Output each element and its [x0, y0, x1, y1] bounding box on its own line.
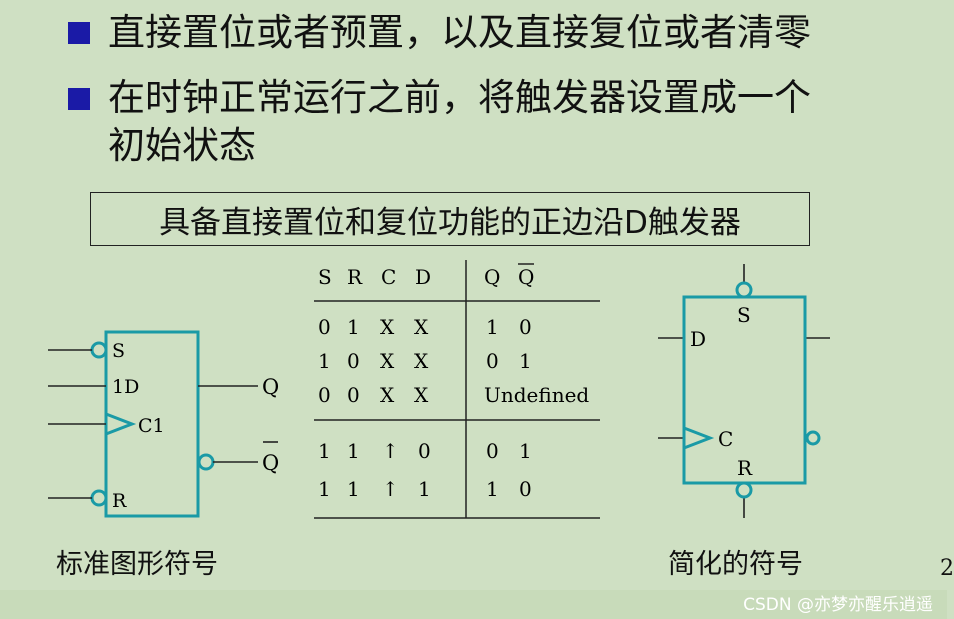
standard-qbar-label: Q	[262, 451, 279, 475]
qbar-inversion-bubble	[197, 453, 215, 471]
row2-qbar: 1	[519, 349, 532, 373]
standard-c-label: C1	[138, 415, 165, 437]
row4-r: 1	[347, 439, 360, 463]
diagram-title-box: 具备直接置位和复位功能的正边沿D触发器	[90, 192, 810, 246]
simple-s-label: S	[737, 303, 751, 327]
row4-q: 0	[486, 439, 499, 463]
standard-r-label: R	[112, 490, 127, 512]
standard-q-label: Q	[262, 375, 279, 399]
bullet-text-1: 直接置位或者预置，以及直接复位或者清零	[108, 11, 811, 54]
row3-q: Undefined	[484, 383, 589, 407]
bullet-marker-2	[68, 88, 90, 110]
standard-s-label: S	[112, 340, 125, 362]
row5-d: 1	[418, 477, 431, 501]
row3-d: X	[414, 383, 429, 407]
row1-c: X	[380, 315, 395, 339]
row2-q: 0	[486, 349, 499, 373]
row2-r: 0	[347, 349, 360, 373]
row1-q: 1	[486, 315, 499, 339]
header-s: S	[318, 265, 332, 289]
bullet-text-2-line1: 在时钟正常运行之前，将触发器设置成一个	[108, 76, 811, 119]
footer-band	[0, 590, 947, 619]
row4-d: 0	[418, 439, 431, 463]
row5-c: ↑	[382, 477, 399, 501]
csdn-watermark: CSDN @亦梦亦醒乐逍遥	[743, 595, 933, 615]
simple-qbar-bubble	[805, 430, 821, 446]
simple-d-label: D	[690, 327, 706, 351]
row2-s: 1	[318, 349, 331, 373]
simple-clock-edge-triangle	[683, 426, 715, 450]
header-c: C	[381, 265, 396, 289]
row2-c: X	[380, 349, 395, 373]
row3-c: X	[380, 383, 395, 407]
standard-d-label: 1D	[112, 376, 139, 398]
clock-edge-triangle	[105, 412, 137, 436]
truth-table: S R C D Q Q 0 1 X X 1 0 1 0 X X 0 1 0 0 …	[314, 260, 600, 519]
row2-d: X	[414, 349, 429, 373]
bullet-marker-1	[68, 22, 90, 44]
header-qbar: Q	[518, 265, 534, 289]
standard-symbol-caption: 标准图形符号	[56, 549, 218, 580]
set-inversion-bubble	[90, 341, 108, 359]
standard-symbol-diagram: S 1D C1 R Q Q	[48, 330, 279, 518]
header-q: Q	[484, 265, 500, 289]
row3-r: 0	[347, 383, 360, 407]
row4-s: 1	[318, 439, 331, 463]
simple-r-label: R	[737, 456, 753, 480]
row5-s: 1	[318, 477, 331, 501]
diagram-title: 具备直接置位和复位功能的正边沿D触发器	[159, 204, 741, 241]
header-r: R	[347, 265, 363, 289]
row3-s: 0	[318, 383, 331, 407]
simplified-symbol-diagram: S D C R	[658, 264, 830, 518]
row1-r: 1	[347, 315, 360, 339]
simple-c-label: C	[718, 427, 733, 451]
reset-inversion-bubble	[90, 489, 108, 507]
page-number: 2	[940, 556, 954, 581]
row1-qbar: 0	[519, 315, 532, 339]
row1-d: X	[414, 315, 429, 339]
simple-set-bubble	[735, 281, 753, 299]
header-d: D	[415, 265, 431, 289]
row5-r: 1	[347, 477, 360, 501]
row1-s: 0	[318, 315, 331, 339]
row5-q: 1	[486, 477, 499, 501]
row5-qbar: 0	[519, 477, 532, 501]
row4-c: ↑	[382, 439, 399, 463]
bullet-text-2-line2: 初始状态	[108, 124, 256, 167]
simplified-symbol-caption: 简化的符号	[668, 549, 803, 580]
simple-reset-bubble	[735, 481, 753, 499]
row4-qbar: 1	[519, 439, 532, 463]
